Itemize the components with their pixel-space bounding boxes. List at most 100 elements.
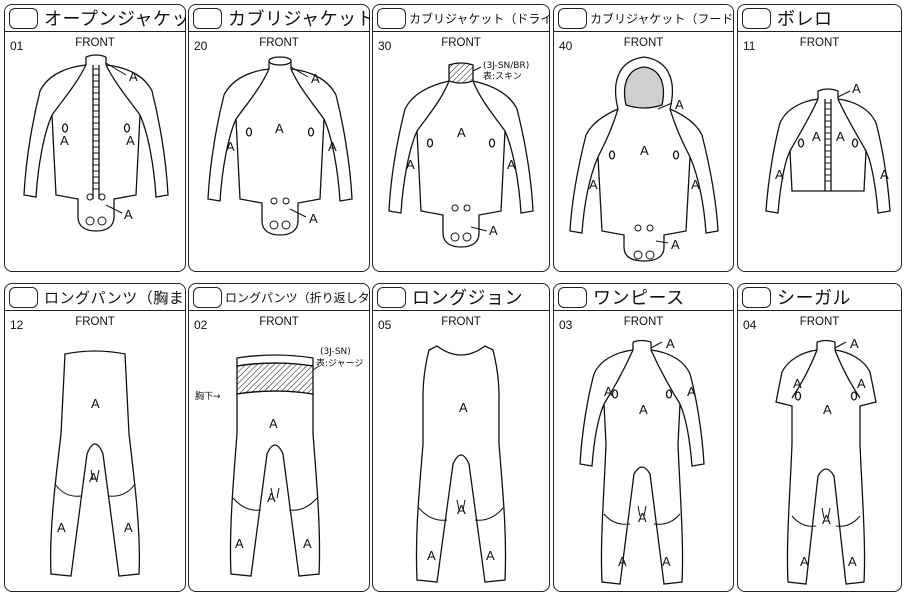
front-label: FRONT <box>623 316 664 328</box>
front-label: FRONT <box>75 316 115 328</box>
part-label: A <box>638 510 647 525</box>
material-note: 表:スキン <box>483 70 522 82</box>
part-label: A <box>60 133 69 148</box>
garment-card-long-pants-chest[interactable]: ロングパンツ（胸まで） 12 FRONT A A A A <box>4 283 186 592</box>
part-label: A <box>793 376 802 391</box>
garment-card-seagull[interactable]: シーガル 04 FRONT A A A A A A A <box>737 283 902 592</box>
part-label: A <box>126 133 135 148</box>
part-label: A <box>124 520 133 535</box>
garment-card-long-john[interactable]: ロングジョン 05 FRONT A A A A <box>372 283 550 592</box>
part-label: A <box>618 554 627 569</box>
select-checkbox[interactable] <box>9 286 38 308</box>
part-label: A <box>775 167 784 182</box>
card-title: ロングジョン <box>412 288 523 309</box>
dry-neck-jacket-illustration: (3J-SN/BR) 表:スキン A A A A <box>388 61 534 248</box>
open-jacket-illustration: A A A A <box>23 54 169 232</box>
part-label: A <box>880 167 889 182</box>
part-label: A <box>857 376 866 391</box>
part-label: A <box>675 97 684 112</box>
front-label: FRONT <box>441 316 481 328</box>
card-title: ワンピース <box>593 288 685 309</box>
part-label: A <box>275 121 284 136</box>
select-checkbox[interactable] <box>377 286 406 308</box>
garment-card-hooded-jacket[interactable]: カブリジャケット（フード付き） 40 FRONT A A A A A <box>553 4 734 272</box>
garment-card-open-jacket[interactable]: オープンジャケット 01 FRONT A A A A <box>4 4 186 272</box>
front-label: FRONT <box>623 37 664 49</box>
front-label: FRONT <box>441 37 481 49</box>
seagull-illustration: A A A A A A A <box>775 336 877 585</box>
part-label: A <box>836 129 845 144</box>
card-title-bar: ワンピース <box>554 284 733 311</box>
material-note: (3J-SN) <box>320 347 351 357</box>
card-title-bar: カブリジャケット（ドライネック） <box>373 5 549 32</box>
select-checkbox[interactable] <box>742 286 771 308</box>
part-label: A <box>406 157 415 172</box>
product-code: 03 <box>559 318 573 332</box>
card-title-bar: ロングジョン <box>373 284 549 311</box>
part-label: A <box>852 81 861 96</box>
part-label: A <box>311 71 320 86</box>
front-label: FRONT <box>75 37 115 49</box>
card-title-bar: カブリジャケット（フード付き） <box>554 5 733 32</box>
part-label: A <box>822 512 831 527</box>
part-label: A <box>671 237 680 252</box>
garment-card-one-piece[interactable]: ワンピース 03 FRONT A A A A A A A <box>553 283 734 592</box>
part-label: A <box>91 396 100 411</box>
part-label: A <box>427 548 436 563</box>
select-checkbox[interactable] <box>193 7 222 29</box>
part-label: A <box>267 490 276 505</box>
card-title-bar: ボレロ <box>738 5 901 32</box>
chest-line-marker: 胸下→ <box>195 390 221 402</box>
select-checkbox[interactable] <box>193 286 222 308</box>
part-label: A <box>303 536 312 551</box>
front-label: FRONT <box>799 316 840 328</box>
card-title: ボレロ <box>777 9 833 30</box>
card-title-bar: シーガル <box>738 284 901 311</box>
part-label: A <box>486 548 495 563</box>
product-code: 20 <box>194 39 208 53</box>
garment-card-pullover-jacket-dry-neck[interactable]: カブリジャケット（ドライネック） 30 FRONT (3J-SN/BR) 表:ス… <box>372 4 550 272</box>
card-title: ロングパンツ（折り返しタイプ） <box>225 290 369 305</box>
part-label: A <box>589 177 598 192</box>
card-title-bar: オープンジャケット <box>5 5 185 32</box>
part-label: A <box>691 177 700 192</box>
select-checkbox[interactable] <box>742 7 771 29</box>
part-label: A <box>687 384 696 399</box>
part-label: A <box>269 416 278 431</box>
part-label: A <box>666 336 675 351</box>
part-label: A <box>129 69 138 84</box>
part-label: A <box>823 402 832 417</box>
product-code: 12 <box>10 318 24 332</box>
long-john-illustration: A A A A <box>415 345 507 583</box>
card-title: オープンジャケット <box>44 9 185 30</box>
bolero-illustration: A A A A A <box>765 81 891 214</box>
garment-card-long-pants-foldover[interactable]: ロングパンツ（折り返しタイプ） 02 FRONT (3J-SN) 表:ジャージ … <box>188 283 370 592</box>
part-label: A <box>328 139 337 154</box>
select-checkbox[interactable] <box>377 7 406 29</box>
select-checkbox[interactable] <box>558 7 587 29</box>
select-checkbox[interactable] <box>9 7 38 29</box>
garment-card-bolero[interactable]: ボレロ 11 FRONT A A A A A <box>737 4 902 272</box>
product-code: 04 <box>743 318 757 332</box>
part-label: A <box>639 402 648 417</box>
one-piece-illustration: A A A A A A A <box>579 336 705 585</box>
garment-card-pullover-jacket[interactable]: カブリジャケット 20 FRONT A A A A A <box>188 4 370 272</box>
product-code: 02 <box>194 318 208 332</box>
part-label: A <box>800 554 809 569</box>
card-title-bar: カブリジャケット <box>189 5 369 32</box>
part-label: A <box>309 211 318 226</box>
part-label: A <box>57 520 66 535</box>
hooded-jacket-illustration: A A A A A <box>569 56 719 262</box>
part-label: A <box>235 536 244 551</box>
part-label: A <box>124 207 133 222</box>
card-title: カブリジャケット（ドライネック） <box>409 11 549 26</box>
part-label: A <box>848 554 857 569</box>
product-code: 05 <box>378 318 392 332</box>
product-code: 30 <box>378 39 392 53</box>
card-title: カブリジャケット <box>228 9 369 30</box>
front-label: FRONT <box>259 37 299 49</box>
part-label: A <box>226 139 235 154</box>
select-checkbox[interactable] <box>558 286 587 308</box>
product-code: 11 <box>743 39 756 53</box>
part-label: A <box>459 400 468 415</box>
